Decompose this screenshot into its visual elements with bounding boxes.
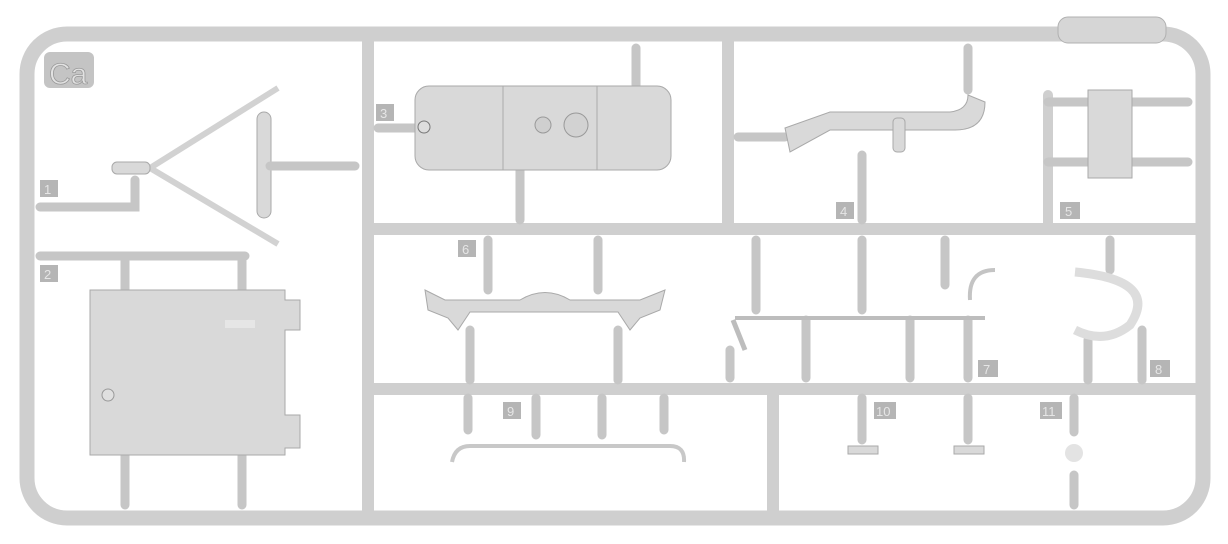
sprue-shape xyxy=(111,161,151,175)
sprue-shape: 4 xyxy=(840,204,847,219)
sprue-shape xyxy=(35,175,140,212)
sprue-shape xyxy=(44,52,94,88)
part-7-linkage xyxy=(725,235,996,383)
sprue-shape xyxy=(978,360,998,377)
sprue-shape: 6 xyxy=(462,242,469,257)
sprue-shape xyxy=(376,104,394,121)
sprue-shape xyxy=(458,240,476,257)
sprue-shape: 8 xyxy=(1155,362,1162,377)
sprue-shape: 2 xyxy=(44,267,51,282)
sprue-shape xyxy=(225,320,255,328)
sprue-shape xyxy=(892,117,906,153)
sprue-tab xyxy=(1057,16,1167,44)
sprue-shape xyxy=(373,43,641,225)
sprue-shape xyxy=(953,445,985,455)
sprue-shape xyxy=(784,94,986,153)
label-9: 9 xyxy=(503,402,521,419)
sprue-shape xyxy=(1072,267,1143,341)
label-8: 8 xyxy=(1150,360,1170,377)
label-4: 4 xyxy=(836,202,854,219)
sprue-shape xyxy=(836,202,854,219)
part-4-exhaust xyxy=(733,43,986,225)
sprue-shape xyxy=(733,43,973,225)
sprue-shape xyxy=(1040,402,1062,419)
label-1: 1 xyxy=(40,180,58,197)
sprue-shape xyxy=(725,235,973,383)
sprue-shape: 3 xyxy=(380,106,387,121)
sprue-shape xyxy=(730,319,748,351)
part-10-pins xyxy=(847,393,985,455)
sprue-shape xyxy=(424,289,666,331)
sprue-shape xyxy=(417,120,431,134)
sprue-shape: Ca xyxy=(49,58,88,91)
label-2: 2 xyxy=(40,265,58,282)
label-11: 11 xyxy=(1040,402,1062,419)
sprue-shape xyxy=(503,402,521,419)
sprue-shape: 9 xyxy=(507,404,514,419)
sprue-shape xyxy=(465,235,623,385)
part-3-fuel-tank xyxy=(373,43,672,225)
sprue-shape xyxy=(101,388,115,402)
sprue-shape xyxy=(563,112,589,138)
sprue-shape xyxy=(1060,202,1080,219)
part-8-arc xyxy=(1072,235,1147,385)
sprue-frame xyxy=(19,26,1211,526)
sprue-shape xyxy=(450,444,687,463)
sprue-shape xyxy=(40,180,58,197)
label-6: 6 xyxy=(458,240,476,257)
sprue-shape xyxy=(463,393,669,440)
sprue-shape: 1 xyxy=(44,182,51,197)
inner-runners xyxy=(362,34,1202,521)
part-1-a-frame xyxy=(35,85,360,247)
sprue-shape xyxy=(847,445,879,455)
part-2-floor-plate xyxy=(35,251,301,510)
label-10: 10 xyxy=(874,402,896,419)
label-7: 7 xyxy=(978,360,998,377)
sprue-shape: 5 xyxy=(1065,204,1072,219)
sprue-code-label: Ca xyxy=(44,52,94,91)
part-6-axle xyxy=(424,235,666,385)
part-5-bracket xyxy=(1043,89,1193,179)
part-11-disc xyxy=(1065,393,1083,510)
sprue-shape: 10 xyxy=(876,404,890,419)
sprue-shape xyxy=(1083,235,1147,385)
sprue-shape xyxy=(1043,97,1193,167)
sprue-shape xyxy=(40,265,58,282)
sprue-shape xyxy=(534,116,552,134)
sprue-shape xyxy=(874,402,896,419)
sprue-shape: 7 xyxy=(983,362,990,377)
sprue-shape xyxy=(1150,360,1170,377)
part-number-labels: 1 2 3 4 5 6 7 8 9 10 11 xyxy=(40,104,1170,419)
sprue-shape: 11 xyxy=(1042,404,1056,419)
part-9-rail xyxy=(450,393,687,463)
sprue-shape xyxy=(35,251,250,510)
sprue-shape xyxy=(1087,89,1133,179)
sprue-shape xyxy=(89,289,301,456)
sprue-shape xyxy=(967,268,996,301)
sprue-shape xyxy=(1065,444,1083,462)
label-5: 5 xyxy=(1060,202,1080,219)
sprue-shape xyxy=(857,393,973,445)
label-3: 3 xyxy=(376,104,394,121)
